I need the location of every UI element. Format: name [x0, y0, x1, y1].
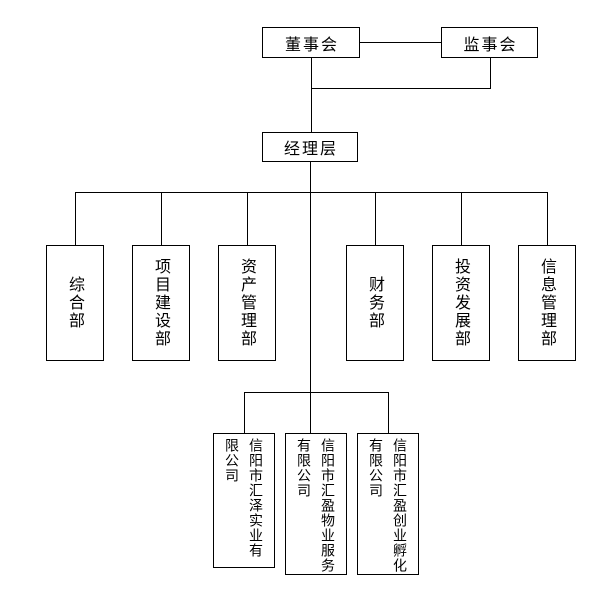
node-subsidiary-huize-industrial-label: 信阳市汇泽实业有限公司: [223, 438, 263, 558]
connector-board-management: [311, 58, 312, 132]
node-dept-general-label: 综合部: [66, 276, 85, 330]
connector-department-drop-3: [247, 192, 248, 245]
connector-department-drop-6: [547, 192, 548, 245]
connector-subsidiary-bus: [244, 392, 389, 393]
node-dept-project-construction: 项目建设部: [132, 245, 190, 361]
connector-subsidiary-drop-1: [244, 392, 245, 433]
node-dept-general: 综合部: [46, 245, 104, 361]
node-subsidiary-huiying-incubation-label: 信阳市汇盈创业孵化有限公司: [367, 438, 407, 573]
node-subsidiary-huize-industrial: 信阳市汇泽实业有限公司: [213, 433, 275, 568]
node-dept-finance: 财务部: [346, 245, 404, 361]
node-dept-information-management-label: 信息管理部: [538, 258, 557, 348]
node-dept-investment-development-label: 投资发展部: [452, 258, 471, 348]
connector-board-supervisory: [360, 42, 441, 43]
connector-supervisory-drop: [490, 58, 491, 89]
node-dept-project-construction-label: 项目建设部: [152, 258, 171, 348]
node-dept-investment-development: 投资发展部: [432, 245, 490, 361]
connector-subsidiary-drop-3: [388, 392, 389, 433]
connector-department-bus: [75, 192, 548, 193]
node-dept-information-management: 信息管理部: [518, 245, 576, 361]
node-dept-asset-management: 资产管理部: [218, 245, 276, 361]
connector-department-drop-5: [461, 192, 462, 245]
node-supervisory-label: 监事会: [463, 34, 518, 54]
node-subsidiary-huiying-property-label: 信阳市汇盈物业服务有限公司: [295, 438, 335, 573]
node-subsidiary-huiying-incubation: 信阳市汇盈创业孵化有限公司: [357, 433, 419, 575]
connector-department-drop-4: [375, 192, 376, 245]
node-management-label: 经理层: [283, 139, 338, 158]
connector-supervisory-elbow: [311, 88, 491, 89]
connector-department-drop-2: [161, 192, 162, 245]
node-dept-asset-management-label: 资产管理部: [238, 258, 257, 348]
connector-management-trunk: [310, 162, 311, 433]
node-board: 董事会: [262, 27, 360, 58]
connector-department-drop-1: [75, 192, 76, 245]
node-subsidiary-huiying-property: 信阳市汇盈物业服务有限公司: [285, 433, 347, 575]
node-supervisory: 监事会: [441, 27, 538, 58]
node-board-label: 董事会: [284, 34, 339, 54]
node-management: 经理层: [262, 132, 358, 162]
node-dept-finance-label: 财务部: [366, 276, 385, 330]
